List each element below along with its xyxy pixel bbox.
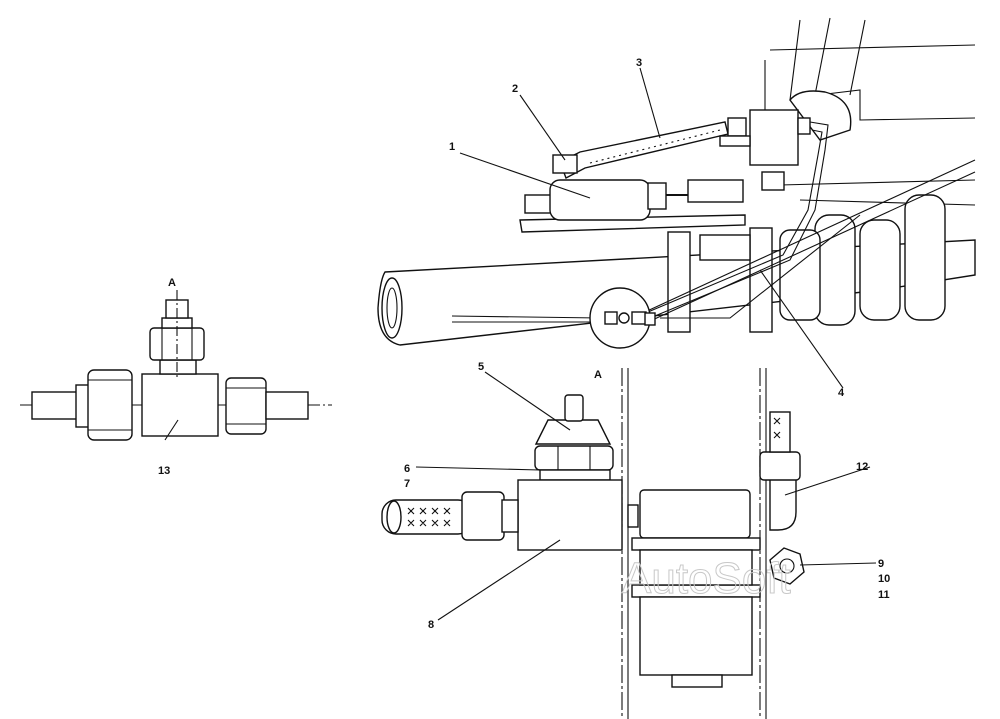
callout-13: 13	[158, 465, 170, 477]
detail-a-tee-fitting	[20, 290, 332, 441]
callout-3: 3	[636, 57, 642, 69]
cylinder-and-lines	[451, 109, 976, 349]
view-label-a-left: A	[168, 277, 176, 289]
callout-1: 1	[449, 141, 455, 153]
callout-10: 10	[878, 573, 890, 585]
callout-5: 5	[478, 361, 484, 373]
view-label-a-circle: A	[594, 369, 602, 381]
switch-assembly	[381, 394, 805, 688]
callout-4: 4	[838, 387, 845, 399]
callout-9: 9	[878, 558, 884, 570]
watermark: AutoSoft	[622, 554, 791, 603]
callout-11: 11	[878, 589, 890, 601]
callout-7: 7	[404, 478, 410, 490]
callout-8: 8	[428, 619, 434, 631]
callout-12: 12	[856, 461, 868, 473]
callout-6: 6	[404, 463, 410, 475]
callout-2: 2	[512, 83, 518, 95]
frame-and-axle	[377, 17, 976, 346]
